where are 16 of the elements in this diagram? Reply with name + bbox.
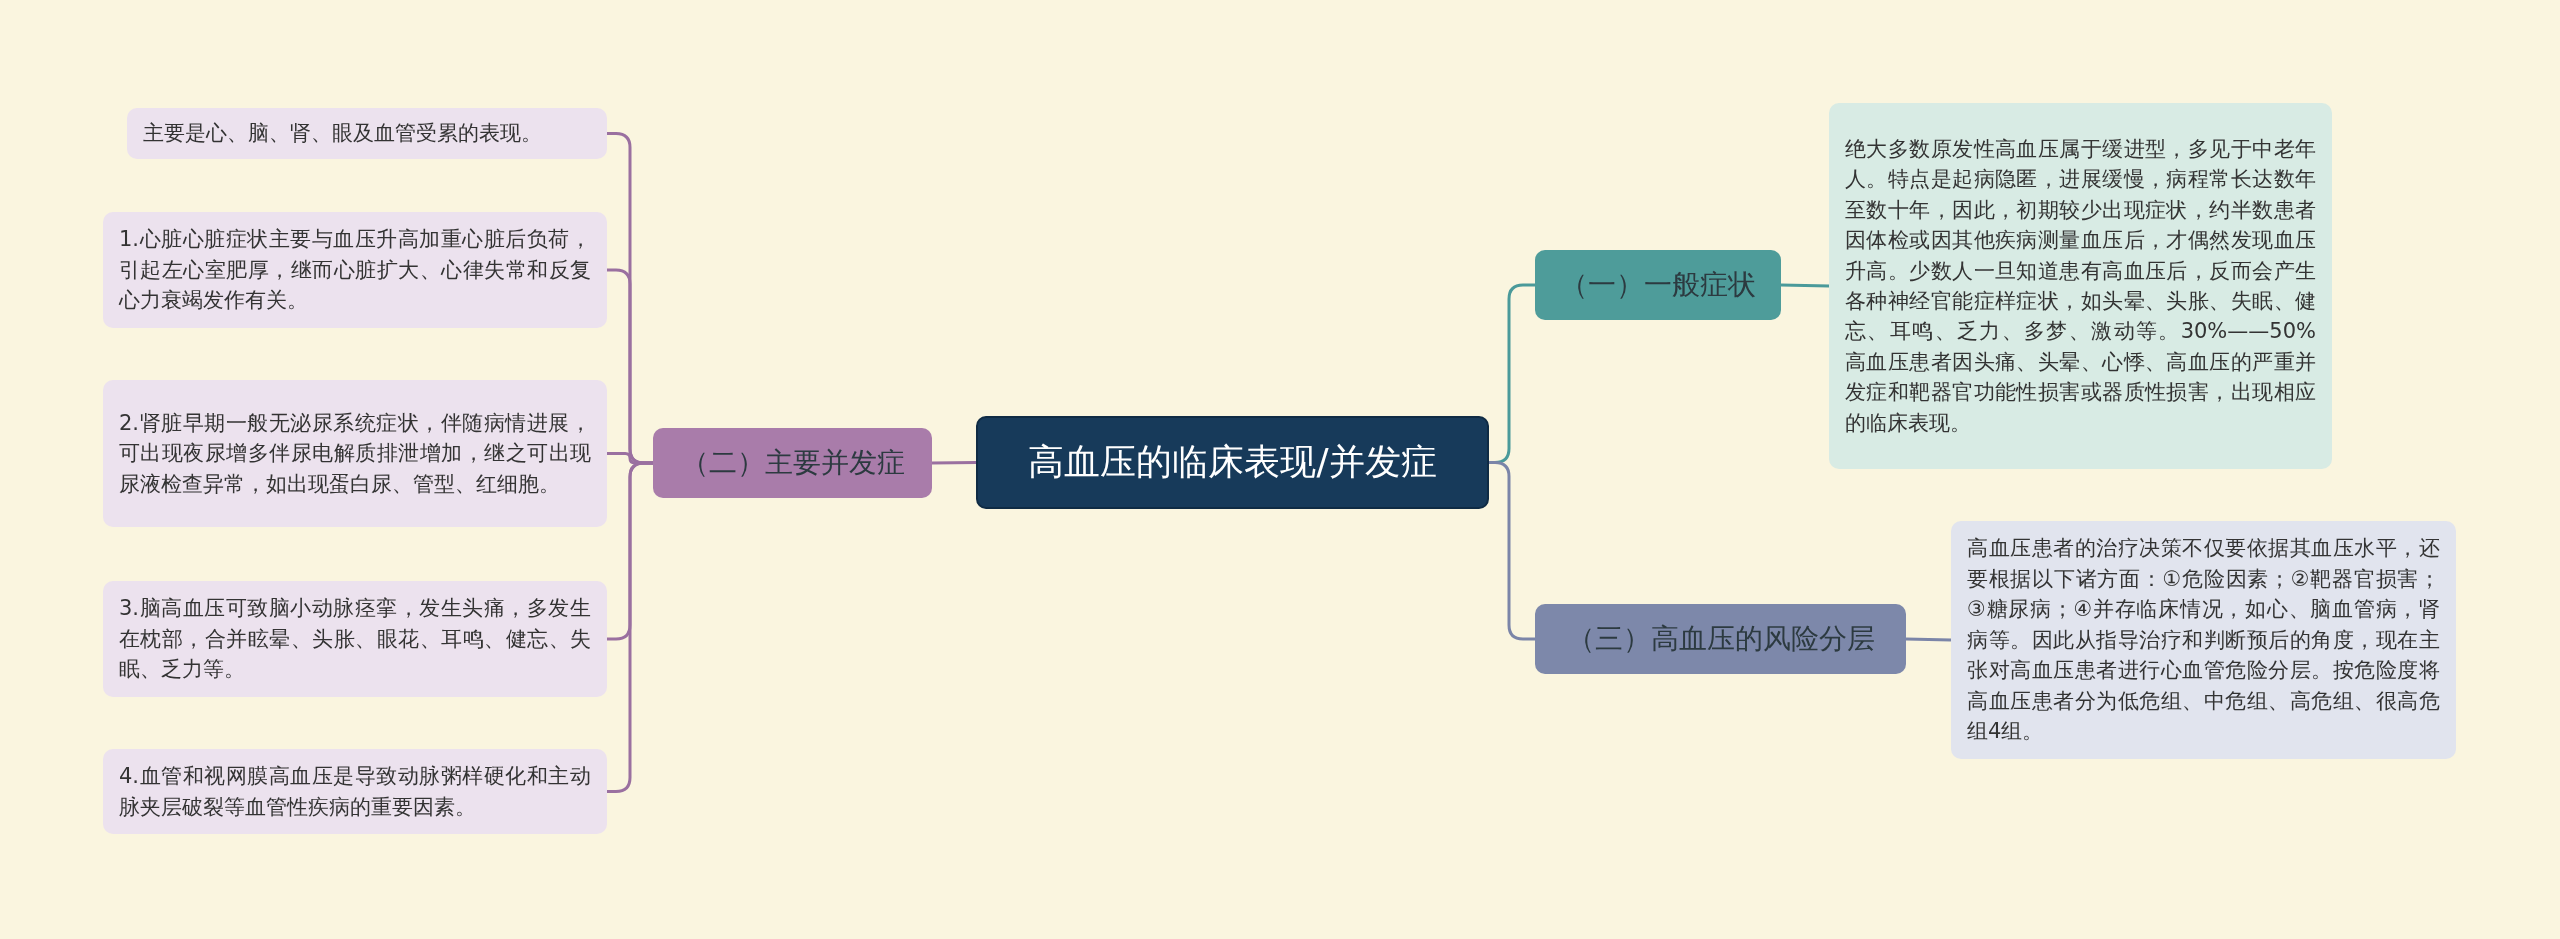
branch-topic-box: （一）一般症状 (1535, 250, 1781, 320)
branch-topic-box: （二）主要并发症 (653, 428, 932, 498)
central-topic-box: 高血压的临床表现/并发症 (976, 416, 1489, 509)
connector-line (1905, 637, 1952, 642)
branch-topic-box: （三）高血压的风险分层 (1535, 604, 1906, 674)
text-box: 主要是心、脑、肾、眼及血管受累的表现。 (127, 108, 607, 159)
text-box: 4.血管和视网膜高血压是导致动脉粥样硬化和主动脉夹层破裂等血管性疾病的重要因素。 (103, 749, 607, 834)
text-box: 高血压患者的治疗决策不仅要依据其血压水平，还要根据以下诸方面：①危险因素；②靶器官损害；③糖尿病；④并存临床情况，如心、脑血管病，肾病等。因此从指导治疗和判断预后的角度，现在主张对高血压患者进行心血管危险分层。按危险度将高血压患者分为低危组、中危组、高危组、很高危组4组。 (1951, 521, 2456, 759)
text-box: 1.心脏心脏症状主要与血压升高加重心脏后负荷，引起左心室肥厚，继而心脏扩大、心律失常和反复心力衰竭发作有关。 (103, 212, 607, 328)
text-box: 3.脑高血压可致脑小动脉痉挛，发生头痛，多发生在枕部，合并眩晕、头胀、眼花、耳鸣、健忘、失眠、乏力等。 (103, 581, 607, 697)
text-box: 2.肾脏早期一般无泌尿系统症状，伴随病情进展，可出现夜尿增多伴尿电解质排泄增加，继之可出现尿液检查异常，如出现蛋白尿、管型、红细胞。 (103, 380, 607, 527)
connector-line (607, 461, 653, 793)
text-box: 绝大多数原发性高血压属于缓进型，多见于中老年人。特点是起病隐匿，进展缓慢，病程常长达数年至数十年，因此，初期较少出现症状，约半数患者因体检或因其他疾病测量血压后，才偶然发现血压升高。少数人一旦知道患有高血压后，反而会产生各种神经官能症样症状，如头晕、头胀、失眠、健忘、耳鸣、乏力、多梦、激动等。30%——50%高血压患者因头痛、头晕、心悸、高血压的严重并发症和靶器官功能性损害或器质性损害，出现相应的临床表现。 (1829, 103, 2332, 469)
connector-line (1780, 283, 1830, 288)
connector-line (932, 461, 976, 465)
connector-line (1489, 461, 1535, 641)
